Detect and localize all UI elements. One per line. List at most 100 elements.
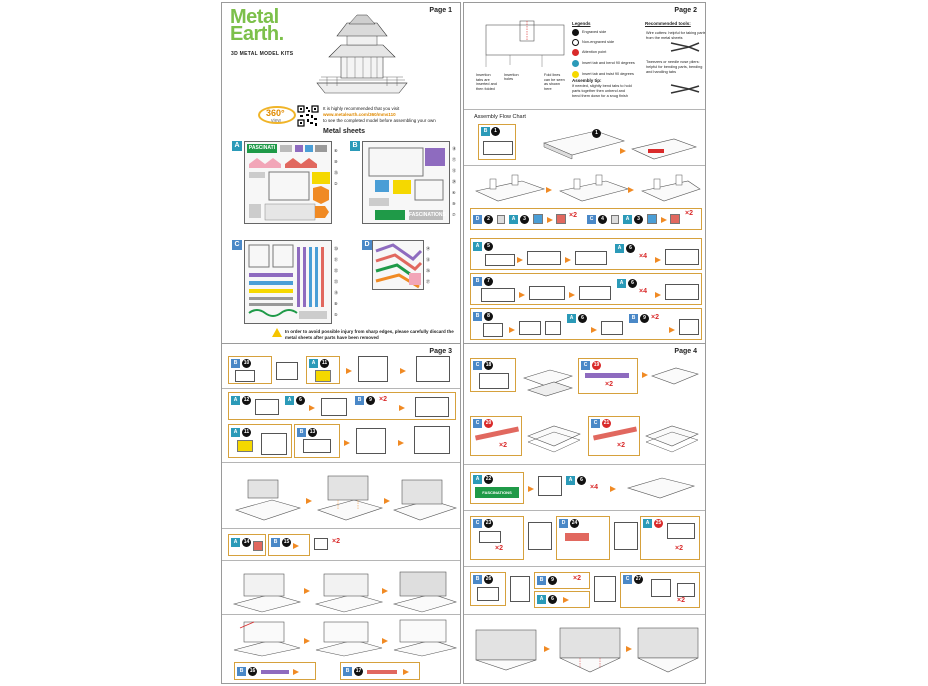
step-tag-sheet: A	[615, 244, 624, 253]
legend-title: Legends	[572, 21, 591, 26]
part-thumb	[510, 576, 530, 602]
step-tag-sheet: D	[473, 215, 482, 224]
part-thumb	[670, 214, 680, 224]
sheet-d-badge: D	[362, 240, 372, 250]
section-divider	[464, 614, 705, 615]
label-insertion-holes: Insertion holes	[504, 73, 519, 81]
qr-code[interactable]	[297, 105, 319, 127]
part-thumb	[677, 583, 695, 597]
legend-item-bend: Insert tab and bend 90 degrees	[582, 61, 635, 65]
step-tag-sheet: D	[559, 519, 568, 528]
step-tag-sheet: A	[285, 396, 294, 405]
wall-thumb	[416, 356, 450, 382]
step-tag-sheet: B	[297, 428, 306, 437]
step-7-box: B 7 A 6 ×4	[470, 273, 702, 305]
instruction-page-4: Page 4 C 18 C 19 ×2 C 20 ×2 C 21 ×2	[463, 343, 706, 684]
view-360-text-2: to see the completed model before assemb…	[323, 118, 436, 123]
page-label: Page 1	[429, 7, 452, 14]
step-tag-part: 26	[484, 575, 493, 584]
brand-line-1: Metal	[230, 6, 279, 28]
multiplier: ×2	[379, 396, 387, 403]
step-tag-part: 20	[484, 419, 493, 428]
step-tag-part: 2	[484, 215, 493, 224]
step-tag-sheet: C	[473, 419, 482, 428]
step-tag-part: 8	[484, 312, 493, 321]
arrow-icon	[403, 669, 409, 675]
arrow-icon	[569, 292, 575, 298]
metal-sheet-a: PASCINATI	[244, 141, 332, 224]
arrow-icon	[293, 669, 299, 675]
instruction-page-2: Page 2 Insertion tabs are inserted and t…	[463, 2, 706, 344]
view-360-url[interactable]: www.metalearth.com/360/mms110	[323, 112, 396, 117]
part-thumb	[477, 587, 499, 601]
wall-thumb	[414, 426, 450, 454]
step-22-box: A 22 FASCINATIONS	[470, 472, 524, 504]
step-14-box: A 14	[228, 534, 266, 556]
step-tag-part: 6	[626, 244, 635, 253]
step-6b-box: A 6	[534, 591, 590, 608]
wall-thumb	[276, 362, 298, 380]
arrow-icon	[306, 498, 312, 504]
section-divider	[222, 462, 460, 463]
section-divider	[464, 566, 705, 567]
arrow-icon	[384, 498, 390, 504]
step-tag-sheet: A	[537, 595, 546, 604]
multiplier: ×2	[677, 597, 685, 604]
legend-item-non-engraved: Non-engraved side	[582, 40, 615, 44]
wall-thumb	[356, 428, 386, 454]
arrow-icon	[346, 368, 352, 374]
section-divider	[464, 464, 705, 465]
arrow-icon	[304, 638, 310, 644]
part-thumb	[667, 523, 695, 539]
multiplier: ×2	[651, 314, 659, 321]
step-tag-part: 12	[242, 396, 251, 405]
step-tag-part: 4	[598, 215, 607, 224]
final-assembly	[475, 627, 699, 673]
view-360-instructions: It is highly recommended that you visit …	[323, 106, 458, 124]
sheet-d-parts	[375, 243, 423, 289]
part-thumb	[497, 215, 505, 224]
sheet-a-nameplate-text: PASCINATI	[248, 145, 276, 151]
step-16-box: B 16	[234, 662, 316, 680]
step-tag-part: 23	[484, 519, 493, 528]
wall-thumb	[529, 286, 565, 300]
attention-point-icon	[572, 49, 579, 56]
page-label: Page 2	[674, 7, 697, 14]
page-label: Page 4	[674, 348, 697, 355]
step-tag-part: 9	[366, 396, 375, 405]
tool-tweezers-text: Tweezers or needle nose pliers: helpful …	[646, 60, 703, 74]
wall-thumb	[519, 321, 541, 335]
wall-thumb	[303, 439, 331, 453]
railing-assembly	[233, 619, 458, 657]
arrow-icon	[517, 257, 523, 263]
pavilion-body-assembly	[232, 571, 458, 613]
view-360-badge[interactable]: 360° view	[258, 103, 298, 127]
part-thumb	[565, 533, 589, 541]
step-tag-part: 27	[634, 575, 643, 584]
part-thumb	[647, 214, 657, 224]
rail-part-thumb	[474, 426, 520, 441]
metal-sheet-c	[244, 240, 332, 324]
step-tag-part: 14	[242, 538, 251, 547]
multiplier: ×2	[617, 442, 625, 449]
part-thumb	[314, 538, 328, 550]
step-8-9-box: B 8 A 6 B 9 ×2	[470, 308, 702, 340]
step-tag-part: 17	[354, 667, 363, 676]
multiplier: ×2	[499, 442, 507, 449]
step-tag-part: 16	[248, 667, 257, 676]
step-tag-part: 1	[491, 127, 500, 136]
rail-part-thumb	[261, 670, 289, 674]
arrow-icon	[304, 588, 310, 594]
step-tag-part: 13	[308, 428, 317, 437]
arrow-icon	[382, 638, 388, 644]
frame-result	[651, 367, 699, 385]
step-26-box: B 26	[470, 572, 506, 606]
step-tag-part: 22	[484, 475, 493, 484]
step-tag-part: 11	[320, 359, 329, 368]
frame-thumb	[479, 373, 509, 389]
arrow-icon	[628, 187, 634, 193]
tool-wire-cutters-text: Wire cutters: helpful for taking parts f…	[646, 31, 706, 40]
part-thumb	[253, 541, 263, 551]
sheet-b-badge: B	[350, 141, 360, 151]
twist-90-icon	[572, 71, 579, 78]
